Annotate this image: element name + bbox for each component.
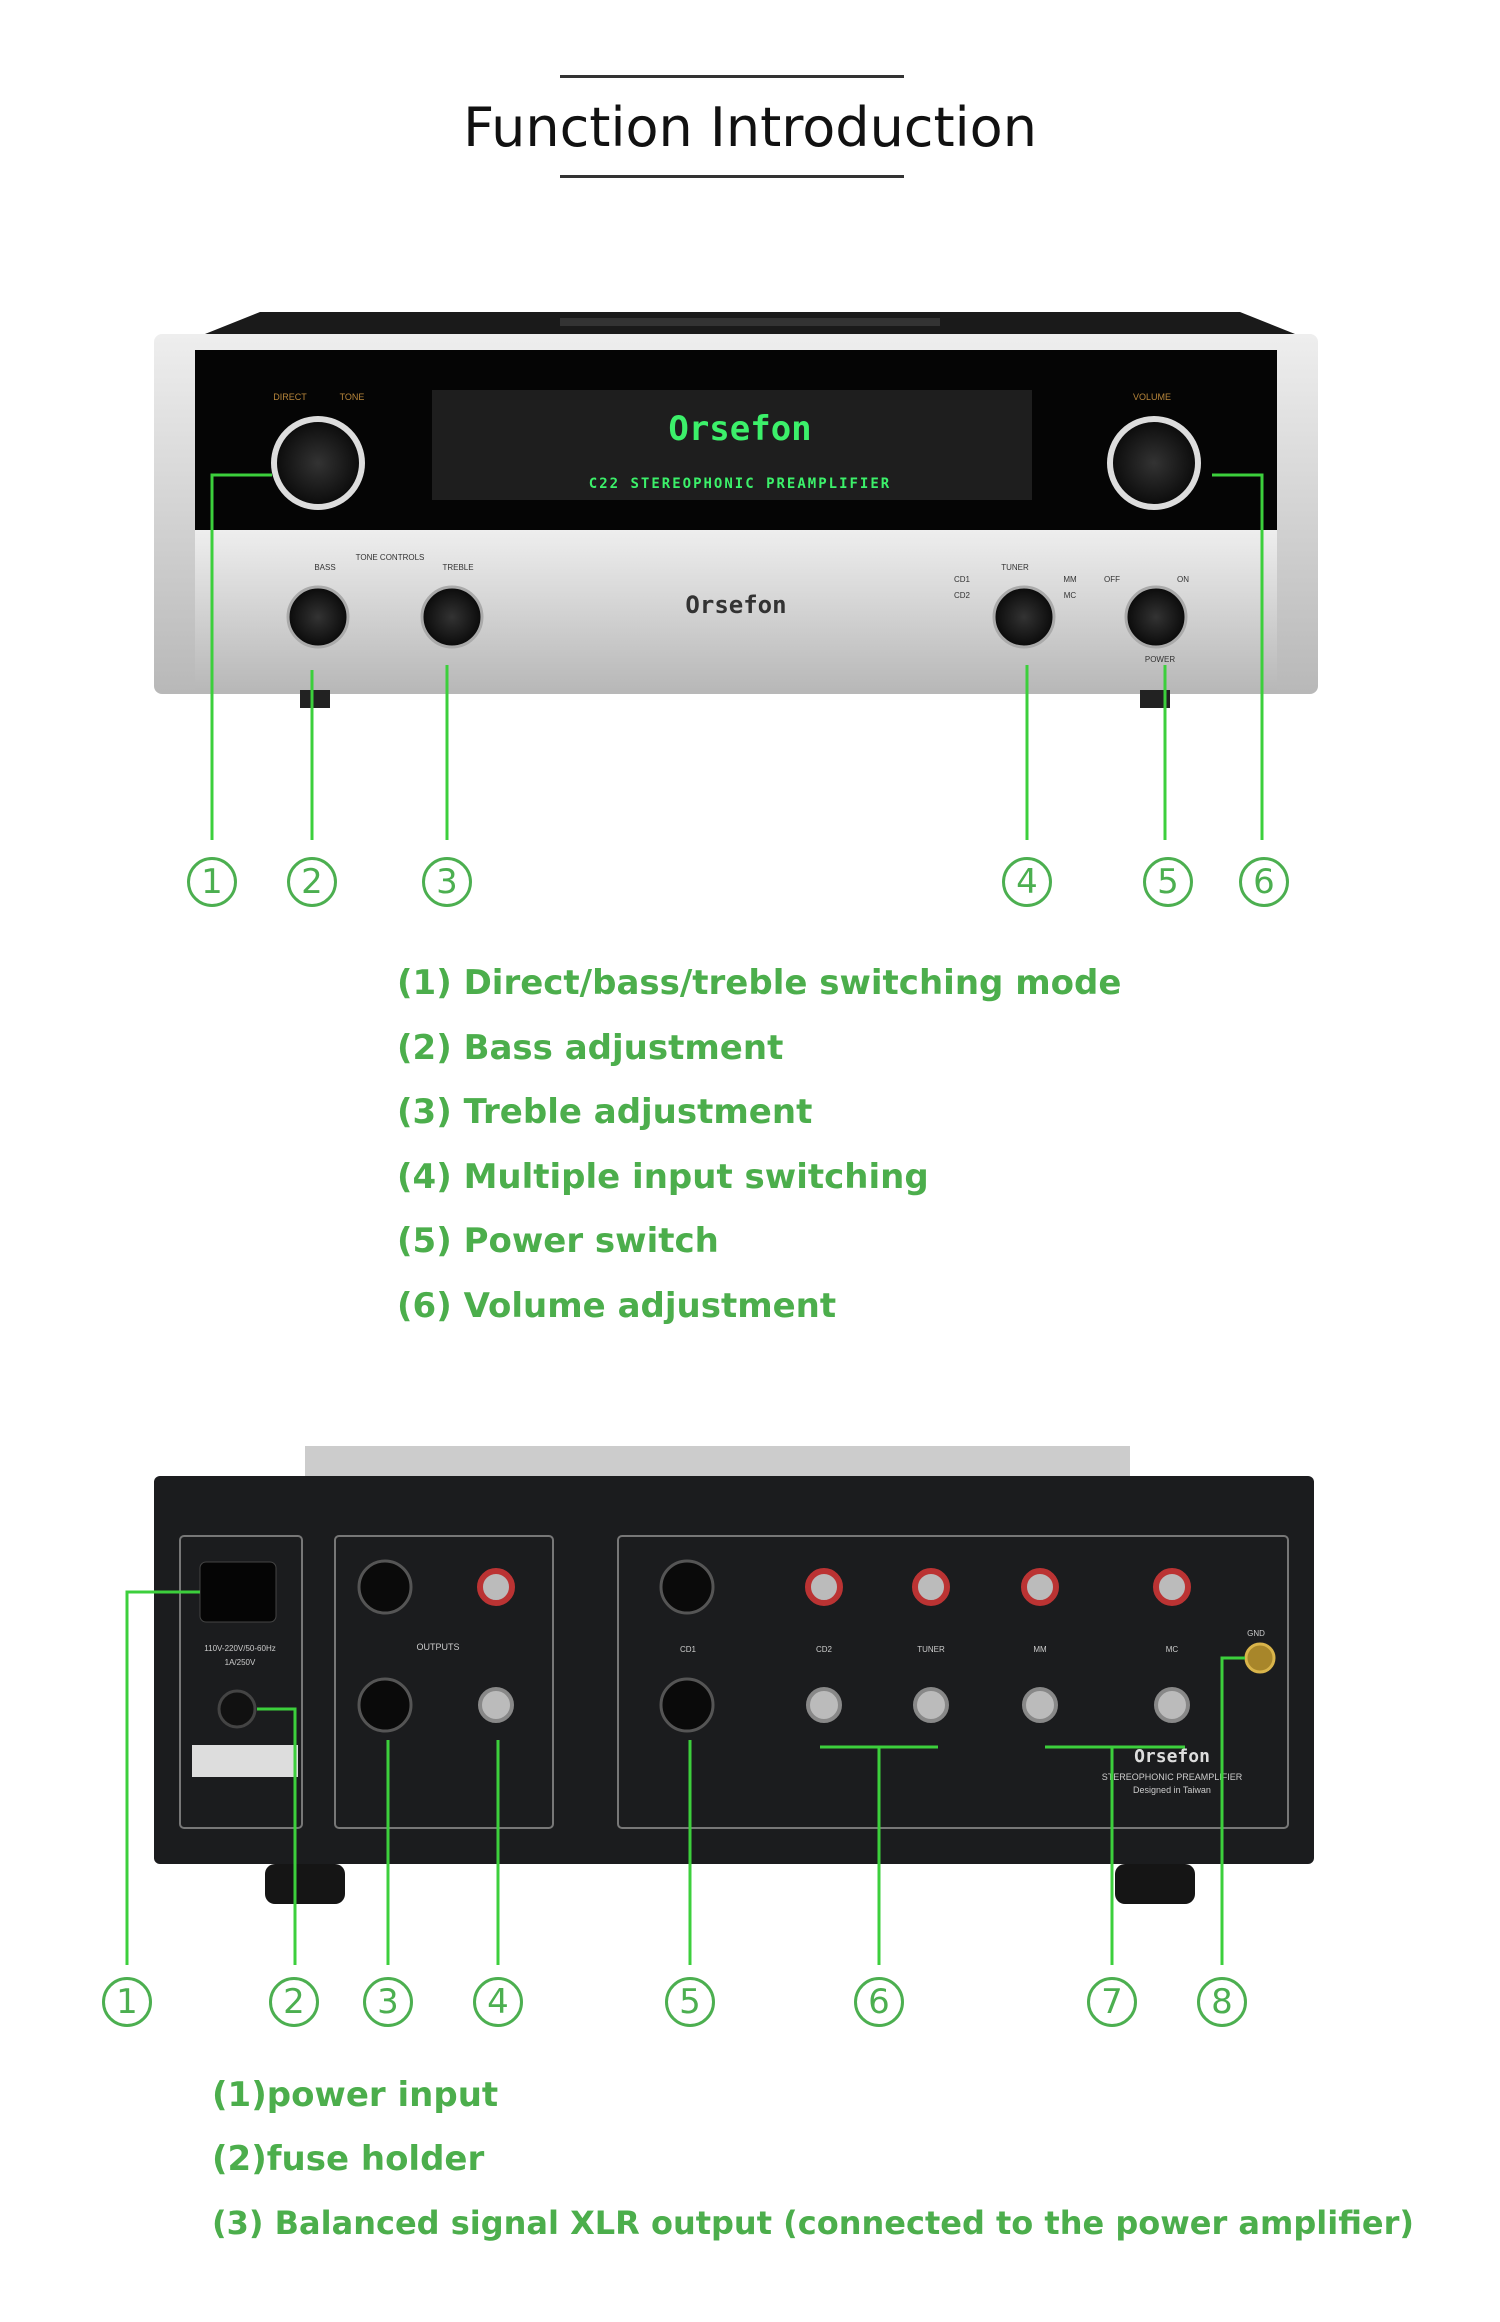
- rear-brand: Orsefon: [1134, 1746, 1210, 1767]
- callout-front-2: 2: [287, 857, 337, 907]
- front-item-3: (3) Treble adjustment: [397, 1092, 813, 1132]
- leader-line-1: [210, 473, 272, 840]
- label-tone: TONE: [340, 392, 365, 402]
- rear-leader-6: [820, 1745, 938, 1965]
- volume-knob[interactable]: [1107, 416, 1201, 510]
- xlr-output-l[interactable]: [357, 1677, 413, 1733]
- callout-rear-3: 3: [363, 1977, 413, 2027]
- rear-leader-2: [257, 1707, 297, 1965]
- callout-rear-8: 8: [1197, 1977, 1247, 2027]
- label-cd2: CD2: [954, 591, 971, 600]
- bass-knob[interactable]: [286, 585, 350, 649]
- rear-item-2: (2)fuse holder: [212, 2139, 485, 2179]
- rca-output-l[interactable]: [478, 1687, 514, 1723]
- label-mm: MM: [1033, 1645, 1047, 1654]
- label-mm: MM: [1063, 575, 1077, 584]
- front-item-2: (2) Bass adjustment: [397, 1028, 784, 1068]
- label-tuner: TUNER: [917, 1645, 945, 1654]
- label-treble: TREBLE: [442, 563, 473, 572]
- front-brand: Orsefon: [685, 591, 786, 619]
- fuse-holder[interactable]: [217, 1689, 257, 1729]
- label-mc: MC: [1166, 1645, 1179, 1654]
- label-cd1: CD1: [954, 575, 971, 584]
- title-rule-top: [560, 75, 904, 78]
- rear-origin: Designed in Taiwan: [1133, 1785, 1211, 1795]
- title-rule-bottom: [560, 175, 904, 178]
- xlr-input-r[interactable]: [659, 1559, 715, 1615]
- front-panel-image: Orsefon C22 STEREOPHONIC PREAMPLIFIER DI…: [154, 312, 1318, 840]
- callout-rear-4: 4: [473, 1977, 523, 2027]
- display-subtitle: C22 STEREOPHONIC PREAMPLIFIER: [589, 476, 891, 492]
- xlr-input-l[interactable]: [659, 1677, 715, 1733]
- label-power: POWER: [1145, 655, 1175, 664]
- label-direct: DIRECT: [273, 392, 307, 402]
- callout-rear-1: 1: [102, 1977, 152, 2027]
- treble-knob[interactable]: [420, 585, 484, 649]
- callout-rear-7: 7: [1087, 1977, 1137, 2027]
- input-selector-knob[interactable]: [992, 585, 1056, 649]
- label-cd2: CD2: [816, 1645, 833, 1654]
- display-brand: Orsefon: [668, 409, 811, 449]
- rca-inputs[interactable]: [805, 1568, 1191, 1723]
- label-volume: VOLUME: [1133, 392, 1171, 402]
- rear-leader-8: [1220, 1656, 1245, 1965]
- rca-output-r[interactable]: [477, 1568, 515, 1606]
- front-item-1: (1) Direct/bass/treble switching mode: [397, 963, 1122, 1003]
- label-outputs: OUTPUTS: [416, 1642, 459, 1652]
- callout-front-5: 5: [1143, 857, 1193, 907]
- gnd-terminal[interactable]: [1244, 1642, 1276, 1674]
- callout-rear-5: 5: [665, 1977, 715, 2027]
- power-knob[interactable]: [1124, 585, 1188, 649]
- front-item-6: (6) Volume adjustment: [397, 1286, 837, 1326]
- callout-front-1: 1: [187, 857, 237, 907]
- label-bass: BASS: [314, 563, 335, 572]
- label-mc: MC: [1064, 591, 1077, 600]
- label-fuse: 1A/250V: [225, 1658, 256, 1667]
- label-voltage: 110V-220V/50-60Hz: [204, 1644, 275, 1653]
- label-gnd: GND: [1247, 1629, 1265, 1638]
- rear-item-3: (3) Balanced signal XLR output (connecte…: [212, 2204, 1415, 2242]
- rear-leader-1: [125, 1590, 200, 1965]
- label-off: OFF: [1104, 575, 1120, 584]
- rear-leader-7: [1045, 1745, 1185, 1965]
- page-title: Function Introduction: [463, 96, 1037, 159]
- callout-rear-2: 2: [269, 1977, 319, 2027]
- direct-tone-knob[interactable]: [271, 416, 365, 510]
- rear-model: STEREOPHONIC PREAMPLIFIER: [1102, 1772, 1243, 1782]
- callout-front-6: 6: [1239, 857, 1289, 907]
- label-on: ON: [1177, 575, 1189, 584]
- xlr-output-r[interactable]: [357, 1559, 413, 1615]
- callout-front-3: 3: [422, 857, 472, 907]
- rear-item-1: (1)power input: [212, 2075, 499, 2115]
- front-item-5: (5) Power switch: [397, 1221, 719, 1261]
- label-tone-controls: TONE CONTROLS: [356, 553, 425, 562]
- label-cd1: CD1: [680, 1645, 697, 1654]
- label-tuner: TUNER: [1001, 563, 1029, 572]
- callout-front-4: 4: [1002, 857, 1052, 907]
- leader-line-6: [1212, 473, 1264, 840]
- power-inlet[interactable]: [199, 1561, 277, 1623]
- front-item-4: (4) Multiple input switching: [397, 1157, 929, 1197]
- rear-panel-image: 110V-220V/50-60Hz 1A/250V OUTPUTS CD1 CD…: [125, 1446, 1314, 1965]
- callout-rear-6: 6: [854, 1977, 904, 2027]
